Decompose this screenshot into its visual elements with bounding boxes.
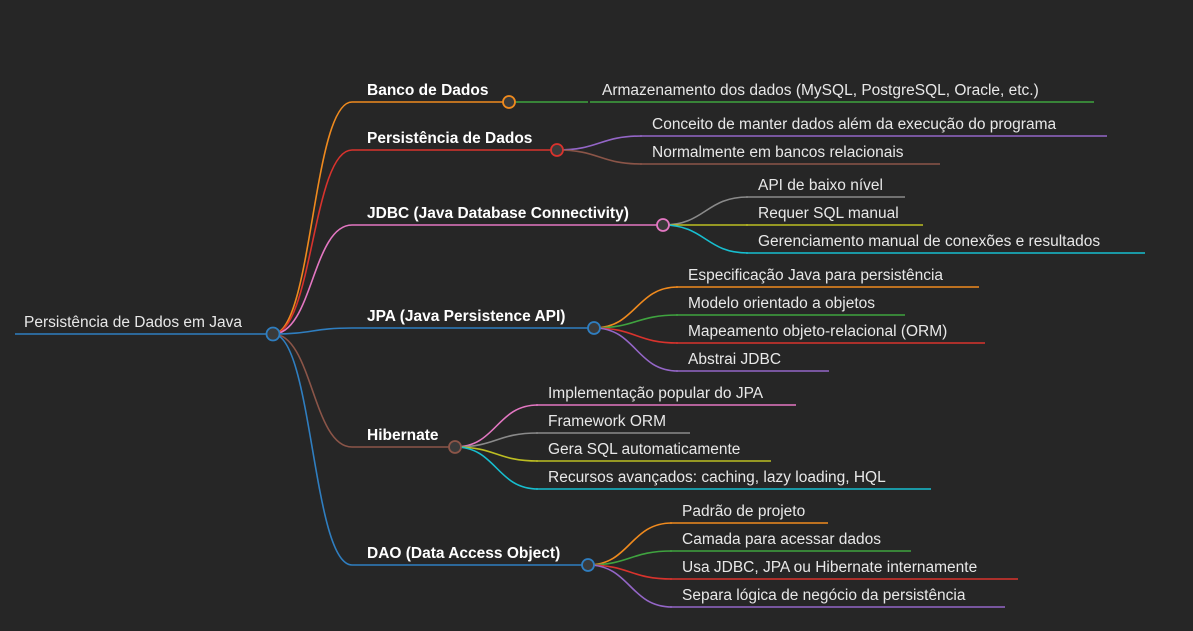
branch-6-node[interactable] [581, 558, 595, 572]
root-label: Persistência de Dados em Java [24, 314, 242, 331]
branch-6-label: DAO (Data Access Object) [367, 545, 560, 562]
branch-4-edge [272, 327, 353, 335]
branch-3-label: JDBC (Java Database Connectivity) [367, 205, 629, 222]
branch-2-label: Persistência de Dados [367, 130, 532, 147]
branch-4-child-3-label: Mapeamento objeto-relacional (ORM) [688, 323, 947, 340]
branch-6-child-4-label: Separa lógica de negócio da persistência [682, 587, 966, 604]
branch-4-child-2-label: Modelo orientado a objetos [688, 295, 875, 312]
branch-4-child-1-label: Especificação Java para persistência [688, 267, 943, 284]
branch-3-child-3-edge [662, 224, 749, 254]
branch-6-child-1-label: Padrão de projeto [682, 503, 805, 520]
branch-1-node[interactable] [502, 95, 516, 109]
branch-1-child-1-label: Armazenamento dos dados (MySQL, PostgreS… [602, 82, 1039, 99]
branch-6-edge [272, 333, 353, 566]
branch-5-edge [272, 333, 353, 448]
branch-4-child-1-edge [593, 286, 679, 329]
branch-4-node[interactable] [587, 321, 601, 335]
branch-5-child-4-edge [454, 446, 539, 490]
branch-5-child-1-label: Implementação popular do JPA [548, 385, 764, 402]
branch-2-node[interactable] [550, 143, 564, 157]
root-node[interactable] [265, 326, 281, 342]
branch-2-child-1-edge [556, 135, 643, 151]
branch-5-child-1-edge [454, 404, 539, 448]
branch-1-edge [272, 101, 353, 335]
branch-3-child-1-label: API de baixo nível [758, 177, 883, 194]
branch-3-child-1-edge [662, 196, 749, 226]
branch-3-node[interactable] [656, 218, 670, 232]
branch-6-child-3-label: Usa JDBC, JPA ou Hibernate internamente [682, 559, 977, 576]
branch-3-child-2-label: Requer SQL manual [758, 205, 899, 222]
branch-5-node[interactable] [448, 440, 462, 454]
branch-1-label: Banco de Dados [367, 82, 488, 99]
branch-5-label: Hibernate [367, 427, 439, 444]
branch-2-child-2-label: Normalmente em bancos relacionais [652, 144, 904, 161]
branch-4-child-4-edge [593, 327, 679, 372]
branch-2-child-1-label: Conceito de manter dados além da execuçã… [652, 116, 1056, 133]
branch-5-child-2-label: Framework ORM [548, 413, 666, 430]
branch-4-label: JPA (Java Persistence API) [367, 308, 565, 325]
branch-3-child-3-label: Gerenciamento manual de conexões e resul… [758, 233, 1100, 250]
branch-5-child-3-label: Gera SQL automaticamente [548, 441, 740, 458]
branch-2-child-2-edge [556, 149, 643, 165]
branch-6-child-4-edge [587, 564, 673, 608]
branch-2-edge [272, 149, 353, 335]
branch-5-child-4-label: Recursos avançados: caching, lazy loadin… [548, 469, 886, 486]
branch-4-child-4-label: Abstrai JDBC [688, 351, 781, 368]
branch-6-child-1-edge [587, 522, 673, 566]
branch-6-child-2-label: Camada para acessar dados [682, 531, 881, 548]
branch-3-edge [272, 224, 353, 335]
